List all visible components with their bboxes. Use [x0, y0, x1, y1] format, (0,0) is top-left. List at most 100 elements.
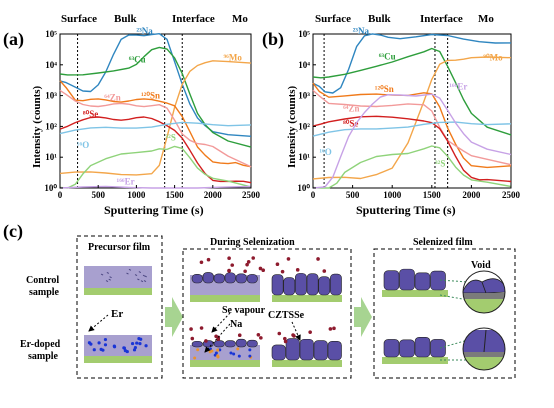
grain: [414, 337, 431, 358]
selenization-box: [182, 248, 352, 379]
region-interface-a: Interface: [172, 13, 215, 25]
series-label-b-Na: ²³Na: [353, 26, 370, 36]
grain: [283, 277, 296, 296]
selenization-control-film: [190, 272, 342, 302]
cztsse-arrow: [291, 321, 301, 341]
se-dot: [199, 260, 204, 265]
series-label-a-S: ³²S: [165, 132, 175, 142]
grain: [213, 273, 225, 284]
precursor-mark: [126, 272, 129, 275]
region-mo-b: Mo: [478, 13, 494, 25]
grain: [246, 339, 258, 348]
x-tick-label-b-4: 2000: [462, 190, 481, 200]
series-label-a-O: ¹⁶O: [77, 140, 89, 150]
se-dot: [246, 260, 251, 264]
y-tick-label-b-4: 10⁴: [298, 60, 310, 70]
series-label-a-Zn: ⁶⁴Zn: [104, 92, 120, 102]
series-label-a-Cu: ⁶³Cu: [129, 54, 146, 64]
sel-dot: [208, 350, 212, 354]
series-line-b-Zn: [312, 89, 512, 166]
se-dot: [237, 333, 242, 338]
grain: [383, 270, 400, 291]
zoom-line-1: [439, 279, 469, 283]
cztsse-label: CZTSSe: [268, 310, 305, 321]
y-axis-label-a: Intensity (counts): [31, 85, 43, 168]
se-vapour-label: Se vapour: [222, 305, 266, 316]
region-bulk-a: Bulk: [114, 13, 138, 25]
se-dot: [295, 268, 300, 272]
series-line-a-O: [59, 121, 252, 135]
series-line-b-Mo: [312, 56, 512, 180]
plot-frame-b: [312, 33, 512, 189]
se-dot: [216, 337, 221, 341]
x-tick-label-b-0: 0: [311, 190, 316, 200]
y-tick-label-a-4: 10⁴: [45, 60, 57, 70]
er-dot: [144, 344, 148, 348]
precursor-title: Precursor film: [88, 242, 151, 253]
se-dot: [328, 327, 333, 331]
se-dot: [256, 333, 261, 337]
sel-dot: [216, 348, 220, 352]
region-surface-b: Surface: [315, 13, 351, 25]
se-dot: [199, 326, 204, 330]
selenized-control-film: [382, 268, 448, 297]
x-tick-label-b-2: 1000: [383, 190, 402, 200]
grain: [285, 338, 300, 361]
y-tick-label-b-2: 10²: [298, 121, 310, 131]
na-label: Na: [230, 319, 242, 330]
series-label-b-Se: ⁸⁰Se: [343, 118, 358, 128]
void-zoom-circle: [462, 270, 506, 314]
region-interface-b: Interface: [420, 13, 463, 25]
grain: [399, 339, 415, 358]
se-vapour-arrow: [211, 312, 231, 333]
grain: [430, 270, 446, 291]
grain: [330, 273, 342, 296]
grain: [271, 274, 284, 296]
se-dot: [206, 257, 211, 262]
sel-dot: [216, 354, 220, 358]
se-dot: [316, 257, 320, 261]
series-line-a-Cu: [59, 46, 252, 148]
sel-dot: [193, 356, 197, 360]
series-label-a-Na: ²³Na: [136, 26, 153, 36]
x-tick-label-a-4: 2000: [204, 190, 223, 200]
x-tick-label-b-3: 1500: [423, 190, 442, 200]
grain: [327, 341, 342, 361]
void-label: Void: [471, 260, 491, 271]
er-label: Er: [111, 308, 123, 320]
series-line-a-Zn: [59, 89, 252, 168]
se-dot: [190, 336, 195, 341]
series-label-a-Sn: ¹²⁰Sn: [141, 91, 160, 101]
se-dot: [259, 336, 263, 340]
er-dot: [101, 348, 105, 352]
se-dot: [277, 331, 282, 336]
selenized-erdoped-film: [382, 337, 448, 364]
selenized-box: [373, 248, 516, 379]
se-dot: [189, 327, 193, 331]
se-dot: [332, 326, 336, 331]
er-dot: [103, 337, 108, 342]
y-tick-label-a-0: 10⁰: [44, 183, 57, 193]
se-dot: [283, 336, 287, 341]
se-dot: [291, 333, 295, 337]
se-dot: [243, 269, 247, 274]
precursor-control-film: [84, 266, 152, 295]
precursor-mark: [138, 271, 142, 274]
x-tick-label-b-1: 500: [346, 190, 360, 200]
se-dot: [227, 269, 231, 273]
precursor-mark: [144, 275, 147, 278]
region-mo-a: Mo: [232, 13, 248, 25]
series-label-b-Zn: ⁶⁴Zn: [343, 104, 359, 114]
se-vapour-dots: [189, 256, 336, 344]
series-label-a-Er: ¹⁶⁶Er: [117, 176, 135, 186]
er-dot: [92, 348, 96, 352]
region-surface-a: Surface: [61, 13, 97, 25]
y-tick-label-a-3: 10³: [45, 91, 57, 101]
x-tick-label-a-2: 1000: [127, 190, 146, 200]
x-tick-label-a-0: 0: [58, 190, 63, 200]
y-tick-label-b-5: 10⁵: [298, 29, 310, 39]
grain: [414, 272, 431, 291]
grain: [191, 340, 203, 348]
er-arrow: [88, 314, 109, 332]
